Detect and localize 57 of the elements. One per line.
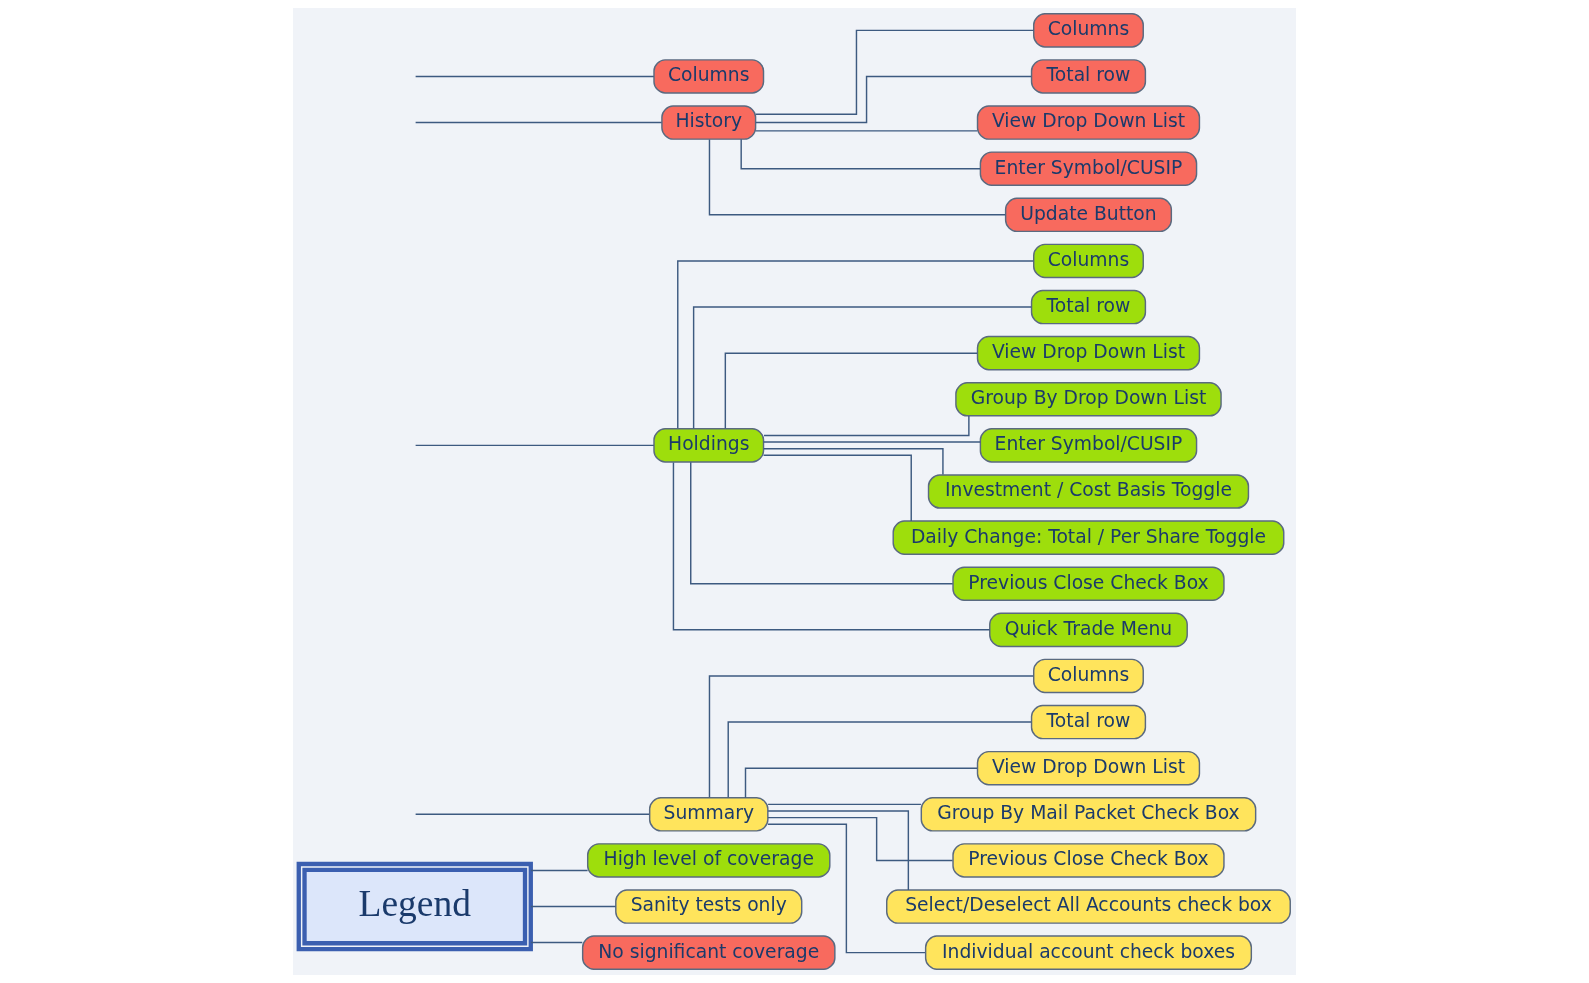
connector xyxy=(672,461,991,631)
node-box: Total row xyxy=(1030,704,1147,740)
connector xyxy=(414,444,655,447)
node-box: No significant coverage xyxy=(581,935,836,970)
connector xyxy=(754,75,1033,124)
node-box: High level of coverage xyxy=(587,843,831,878)
node-box: Total row xyxy=(1030,289,1147,325)
node-box: Group By Drop Down List xyxy=(955,381,1222,417)
connector xyxy=(724,352,978,430)
node-box: History xyxy=(661,105,757,140)
node-box: Legend xyxy=(296,861,533,952)
connector xyxy=(692,306,1033,430)
node-box: Quick Trade Menu xyxy=(989,612,1188,648)
node-box: Enter Symbol/CUSIP xyxy=(979,151,1198,186)
node-box: Sanity tests only xyxy=(615,889,803,924)
node-box: Group By Mail Packet Check Box xyxy=(920,797,1257,832)
connector xyxy=(754,130,978,132)
connector xyxy=(414,75,655,78)
connector xyxy=(762,447,944,476)
connector xyxy=(677,260,1035,430)
connector xyxy=(762,454,912,522)
node-box: Columns xyxy=(1033,658,1144,694)
node-box: Individual account check boxes xyxy=(924,935,1253,970)
node-box: Select/Deselect All Accounts check box xyxy=(886,889,1291,924)
connector xyxy=(530,905,617,908)
connector xyxy=(708,675,1035,799)
connector xyxy=(708,138,1006,216)
node-box: Previous Close Check Box xyxy=(952,843,1225,878)
connector xyxy=(530,869,589,872)
connector xyxy=(690,461,954,585)
connector xyxy=(767,810,910,891)
node-box: Investment / Cost Basis Toggle xyxy=(927,474,1250,509)
node-box: View Drop Down List xyxy=(976,105,1201,140)
connector xyxy=(762,441,982,443)
node-box: Total row xyxy=(1030,59,1147,94)
node-box: View Drop Down List xyxy=(976,335,1201,371)
node-box: Daily Change: Total / Per Share Toggle xyxy=(892,520,1285,555)
node-box: Previous Close Check Box xyxy=(952,566,1225,601)
node-box: Update Button xyxy=(1004,197,1173,233)
connector xyxy=(744,767,978,799)
node-box: Columns xyxy=(1033,13,1144,48)
connector xyxy=(767,803,922,806)
node-box: Summary xyxy=(648,797,769,832)
connector xyxy=(767,816,954,862)
node-box: Holdings xyxy=(653,428,765,463)
connector xyxy=(763,415,970,437)
node-box: View Drop Down List xyxy=(976,750,1201,786)
connector xyxy=(727,721,1033,799)
connector xyxy=(767,823,926,954)
connector xyxy=(740,138,981,170)
connector xyxy=(414,813,650,815)
connector xyxy=(755,29,1035,115)
node-box: Enter Symbol/CUSIP xyxy=(979,428,1198,463)
connector xyxy=(414,121,663,124)
connector xyxy=(530,941,583,944)
node-box: Columns xyxy=(1033,243,1144,279)
node-box: Columns xyxy=(653,59,765,94)
